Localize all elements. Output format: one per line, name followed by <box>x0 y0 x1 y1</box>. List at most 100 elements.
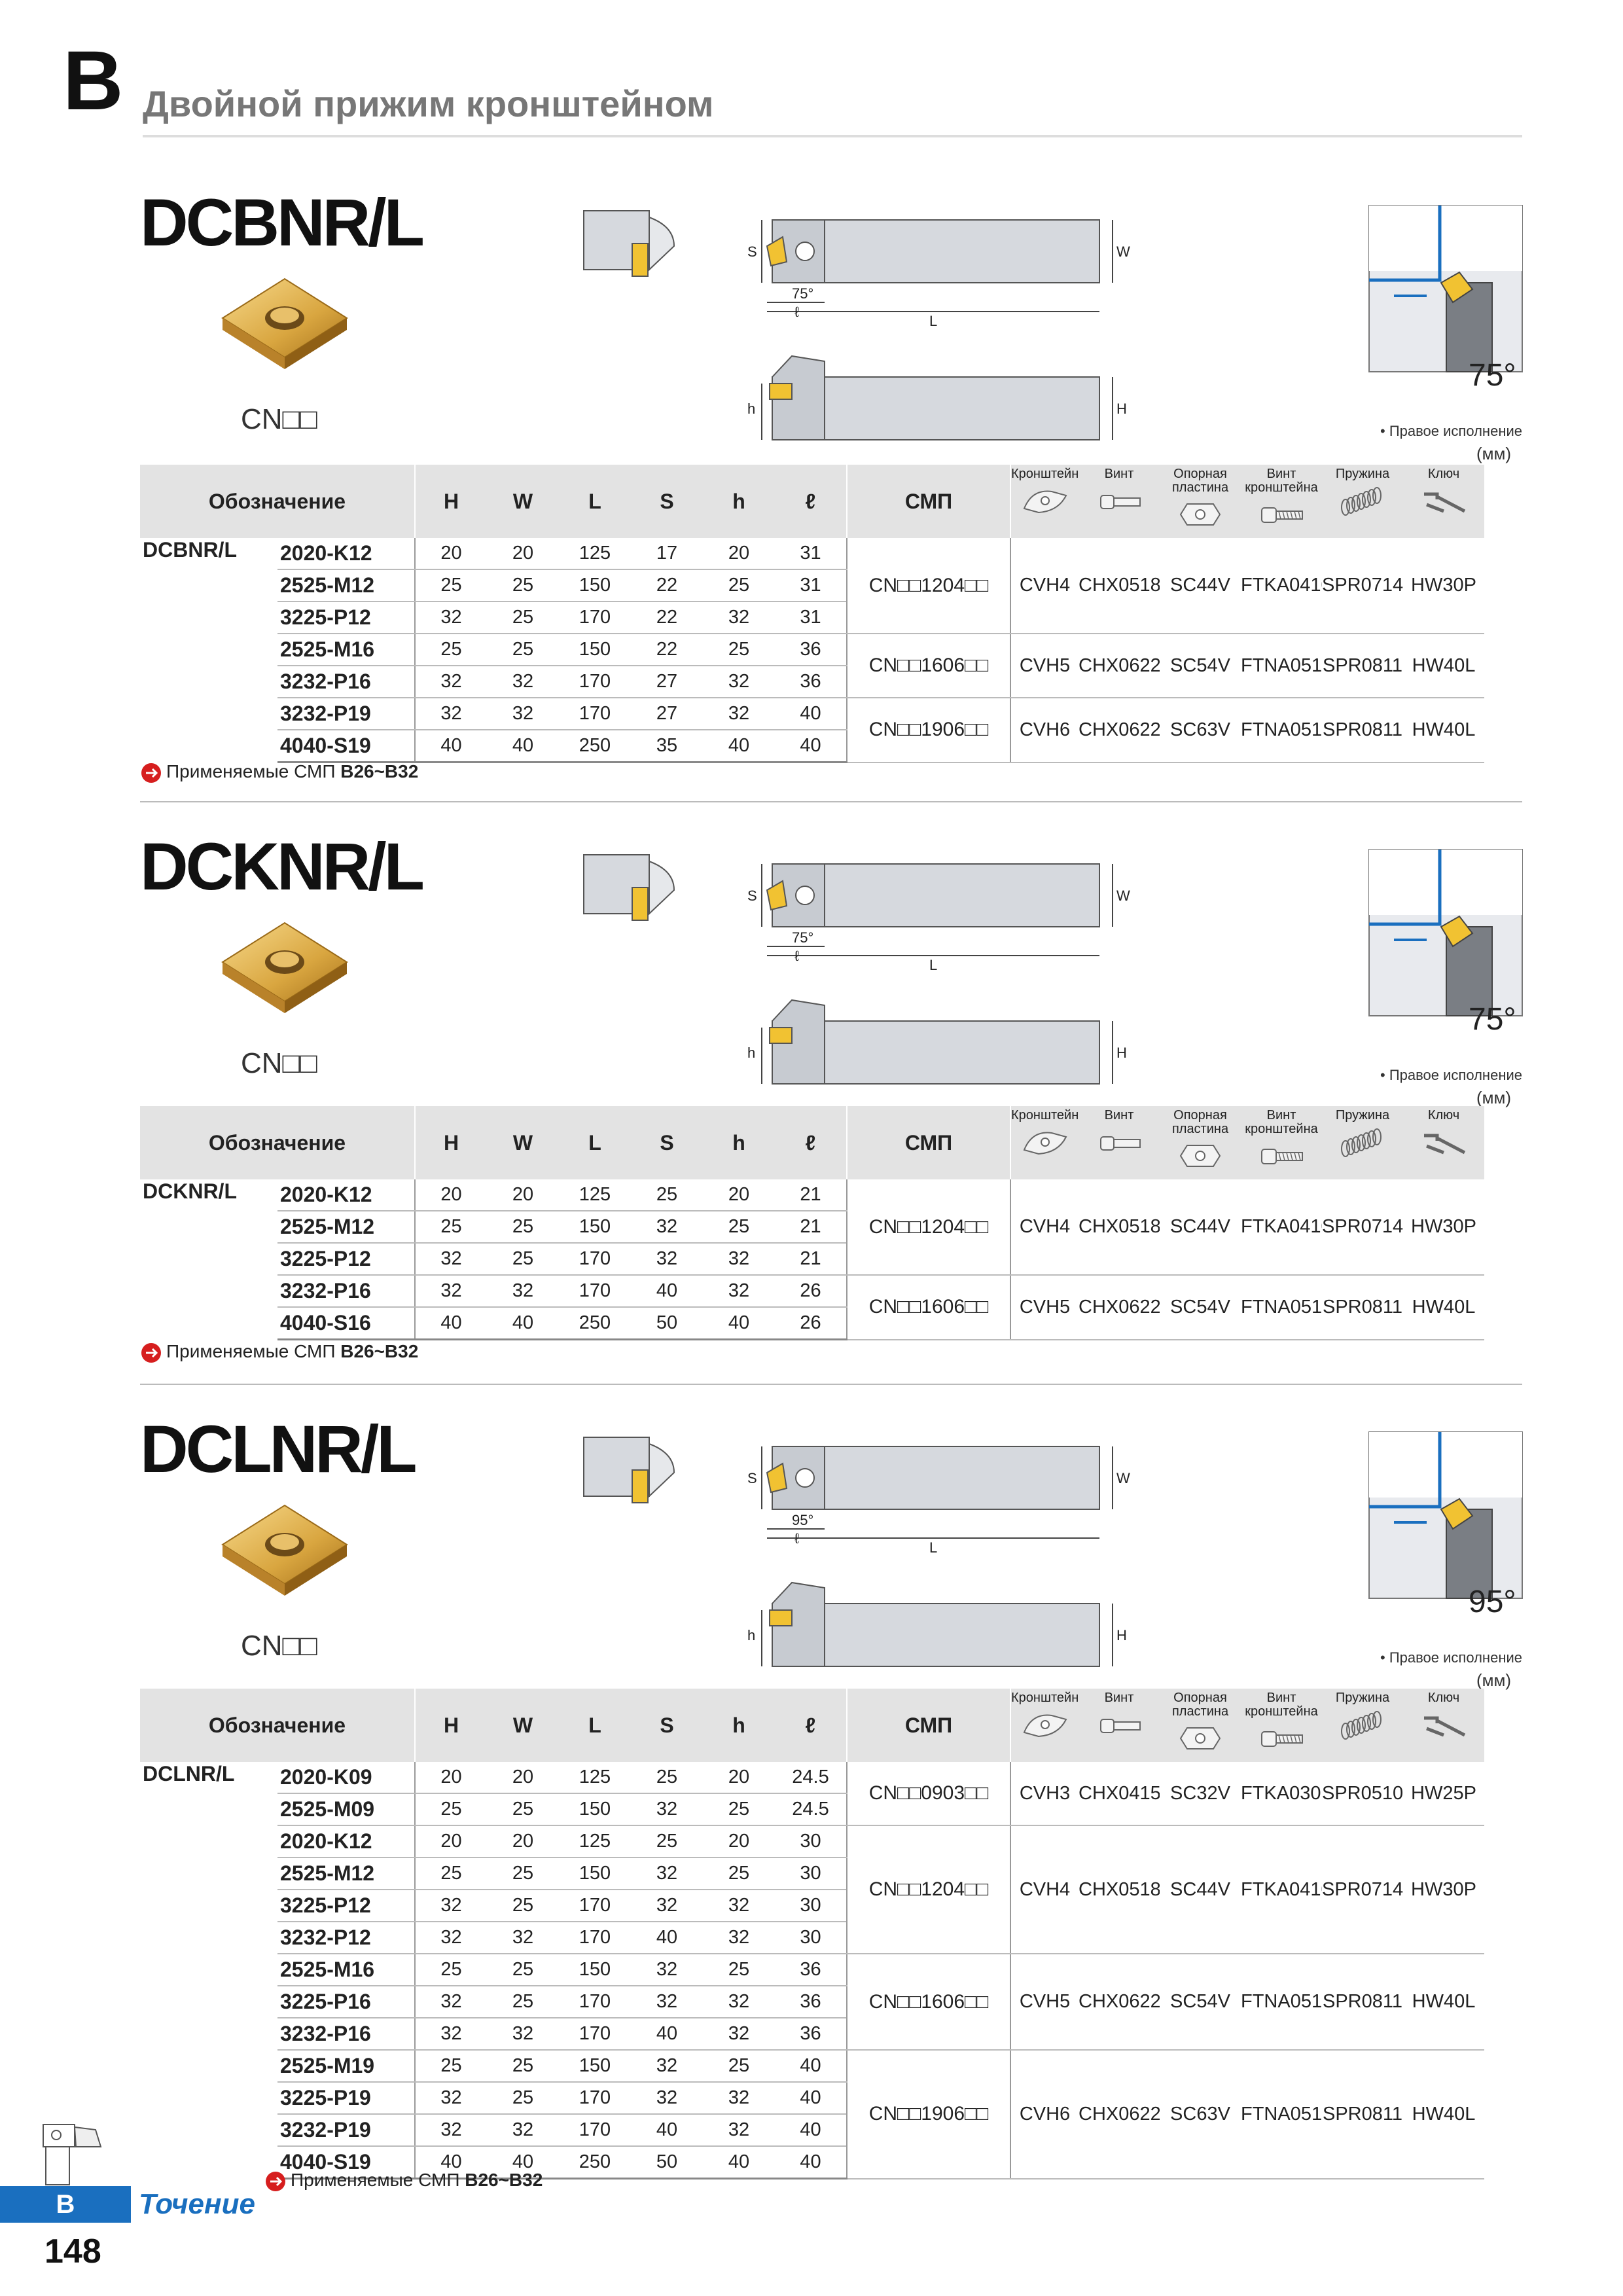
dim-value: 40 <box>487 2146 559 2179</box>
dim-value: 150 <box>559 569 631 602</box>
applicable-ref[interactable]: B26~B32 <box>340 761 419 781</box>
section-title: DCLNR/L <box>140 1412 418 1486</box>
part-code: SC44V <box>1160 1179 1241 1276</box>
page-number: 148 <box>45 2233 101 2270</box>
dim-value: 40 <box>631 1275 703 1308</box>
dim-w-label: W <box>1116 1470 1130 1486</box>
part-code: CVH4 <box>1010 1179 1079 1276</box>
part-code: SPR0811 <box>1322 698 1403 763</box>
dim-value: 125 <box>559 1825 631 1858</box>
dim-value: 32 <box>414 698 487 730</box>
section-divider <box>140 801 1522 802</box>
dim-value: 25 <box>631 1179 703 1211</box>
part-code: FTNA0511 <box>1241 634 1322 698</box>
part-code: CHX0415 <box>1079 1762 1160 1826</box>
dim-value: 25 <box>487 2082 559 2115</box>
col-dim: H <box>415 465 487 538</box>
dim-value: 36 <box>775 1954 847 1986</box>
insert-image <box>221 278 348 369</box>
chapter-letter: B <box>63 34 124 128</box>
designation-code: 2525-M16 <box>277 634 415 666</box>
dim-value: 20 <box>414 1825 487 1858</box>
col-dim: ℓ <box>775 465 847 538</box>
dim-value: 32 <box>631 1890 703 1922</box>
insert-image <box>221 922 348 1013</box>
dim-value: 25 <box>703 1857 775 1890</box>
dim-s-label: S <box>747 243 757 260</box>
part-code: CVH6 <box>1010 2050 1079 2179</box>
dim-value: 25 <box>487 1986 559 2018</box>
dim-value: 25 <box>703 634 775 666</box>
designation-code: 2525-M19 <box>277 2050 415 2083</box>
part-code: HW30P <box>1403 1179 1484 1276</box>
chapter-tab[interactable]: B <box>0 2186 131 2223</box>
insert-code: CN□□1606□□ <box>846 634 1011 698</box>
dim-value: 150 <box>559 634 631 666</box>
dim-value: 25 <box>703 1954 775 1986</box>
col-part: Ключ <box>1403 1106 1484 1179</box>
part-header-label: Винт <box>1104 467 1134 481</box>
clamp-screw-icon <box>1261 1731 1303 1747</box>
part-header-label: Винт <box>1104 1691 1134 1705</box>
part-code: HW25P <box>1403 1762 1484 1826</box>
right-hand-note: • Правое исполнение <box>1380 1649 1522 1666</box>
dim-value: 250 <box>559 1307 631 1340</box>
dim-value: 32 <box>631 2050 703 2083</box>
col-dim: H <box>415 1106 487 1179</box>
col-dim: ℓ <box>775 1106 847 1179</box>
key-icon <box>1424 492 1466 513</box>
dim-w-label: W <box>1116 243 1130 260</box>
dim-value: 40 <box>703 2146 775 2179</box>
dim-value: 22 <box>631 601 703 634</box>
dim-value: 32 <box>487 1275 559 1308</box>
dim-value: 32 <box>414 2114 487 2147</box>
part-code: FTKA0410 <box>1241 538 1322 634</box>
col-designation: Обозначение <box>140 1689 416 1762</box>
dim-ell-label: ℓ <box>794 304 800 320</box>
insert-code: CN□□1906□□ <box>846 698 1011 763</box>
dim-value: 170 <box>559 698 631 730</box>
section-divider <box>140 1384 1522 1385</box>
dim-value: 25 <box>703 1211 775 1244</box>
dim-value: 170 <box>559 666 631 698</box>
dim-value: 25 <box>414 1857 487 1890</box>
application-sketch <box>1368 205 1523 372</box>
part-code: FTKA0307 <box>1241 1762 1322 1826</box>
part-code: HW40L <box>1403 1954 1484 2051</box>
col-designation: Обозначение <box>140 465 416 538</box>
dim-value: 40 <box>487 1307 559 1340</box>
part-code: CHX0518 <box>1079 1179 1160 1276</box>
dim-value: 20 <box>487 1762 559 1794</box>
dim-value: 170 <box>559 601 631 634</box>
col-insert: СМП <box>847 1689 1011 1762</box>
applicable-ref[interactable]: B26~B32 <box>465 2170 543 2190</box>
dim-value: 32 <box>414 1986 487 2018</box>
dim-value: 32 <box>631 1857 703 1890</box>
dim-value: 26 <box>775 1307 847 1340</box>
dim-value: 22 <box>631 634 703 666</box>
arrow-circle-icon <box>141 762 161 783</box>
clamp-icon <box>1023 1714 1067 1738</box>
dim-value: 40 <box>775 2050 847 2083</box>
key-icon <box>1424 1716 1466 1737</box>
dim-value: 32 <box>487 2114 559 2147</box>
col-part: Винт <box>1079 465 1160 538</box>
part-header-label: Винт <box>1104 1108 1134 1122</box>
dim-value: 32 <box>414 1275 487 1308</box>
applicable-ref[interactable]: B26~B32 <box>340 1341 419 1361</box>
part-code: HW40L <box>1403 2050 1484 2179</box>
col-part: Кронштейн <box>1010 1689 1079 1762</box>
part-header-label: Кронштейн <box>1011 1691 1079 1705</box>
insert-code: CN□□1204□□ <box>846 1825 1011 1954</box>
dim-value: 25 <box>414 1211 487 1244</box>
dim-value: 170 <box>559 2082 631 2115</box>
dim-value: 25 <box>487 1243 559 1276</box>
